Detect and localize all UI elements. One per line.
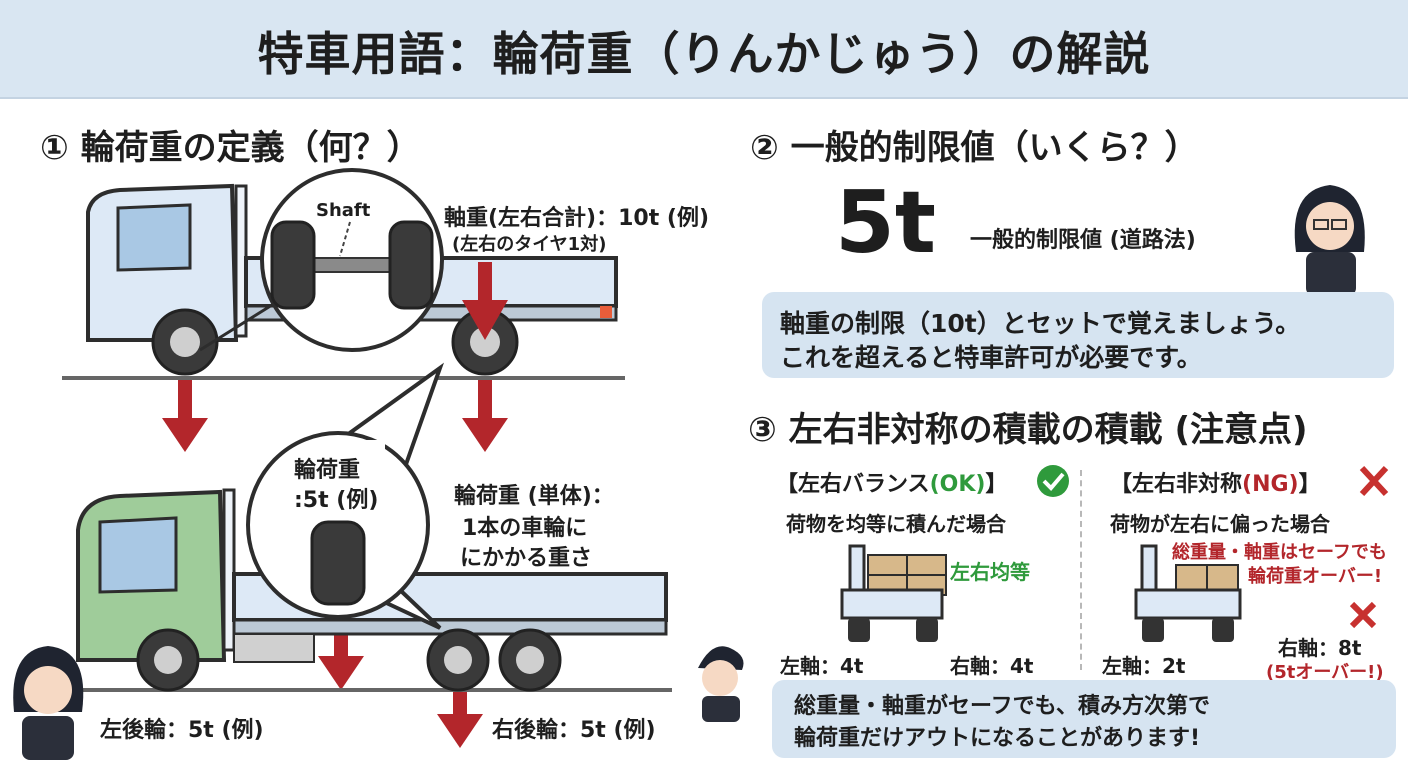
caution-box: 総重量・軸重がセーフでも、積み方次第で 輪荷重だけアウトになることがあります! [772,680,1396,758]
limit-label: 一般的制限値 (道路法) [970,228,1196,253]
ok-left-axle: 左軸：4t [780,654,864,678]
guide-avatar-bottom-left [13,646,84,760]
caution-line2: 輪荷重だけアウトになることがあります! [794,726,1201,751]
single-wheel-title: 輪荷重 (単体)： [454,484,614,509]
ng-warning-line2: 輪荷重オーバー! [1248,566,1383,587]
limit-note-line2: これを超えると特車許可が必要です。 [780,343,1202,372]
shaft-label: Shaft [316,200,371,221]
ok-title-prefix: 【左右バランス [776,472,930,497]
unbalanced-truck-rear [1134,544,1242,642]
ng-cross-icon [1359,465,1389,497]
axle-load-sublabel: (左右のタイヤ1対) [452,234,607,255]
single-wheel-desc2: にかかる重さ [460,546,593,571]
limit-note-box: 軸重の制限（10t）とセットで覚えましょう。 これを超えると特車許可が必要です。 [762,292,1394,378]
ok-balanced-badge: 左右均等 [950,560,1030,584]
guide-avatar-top-right [1294,185,1365,296]
ok-right-axle: 右軸：4t [950,654,1034,678]
axle-zoom-circle [199,168,444,352]
ng-panel-title: 【左右非対称(NG)】 [1110,466,1321,498]
ng-right-axle: 右軸：8t [1278,636,1362,660]
section2-heading: ② 一般的制限値（いくら？） [750,128,1199,168]
load-arrows [162,262,508,748]
section1-heading: ① 輪荷重の定義（何？） [40,128,421,168]
panel-divider [1080,470,1082,670]
single-wheel-desc1: 1本の車輪に [462,516,588,541]
over-cross-icon [1349,601,1377,629]
bubble-label: 輪荷重 [294,458,361,483]
ok-title-status: (OK) [929,472,986,497]
ok-title-suffix: 】 [985,472,1008,497]
ok-panel-title: 【左右バランス(OK)】 [776,466,1007,498]
right-rear-wheel-label: 右後輪：5t (例) [492,718,656,743]
ok-panel-subtitle: 荷物を均等に積んだ場合 [786,512,1006,536]
ng-title-prefix: 【左右非対称 [1110,472,1243,497]
wheel-load-bubble [246,362,445,630]
left-rear-wheel-label: 左後輪：5t (例) [100,718,264,743]
caution-line1: 総重量・軸重がセーフでも、積み方次第で [794,694,1211,719]
bubble-value: :5t (例) [294,488,379,513]
ng-title-status: (NG) [1242,472,1299,497]
ng-title-suffix: 】 [1298,472,1321,497]
ng-panel-subtitle: 荷物が左右に偏った場合 [1110,512,1330,536]
ng-warning-line1: 総重量・軸重はセーフでも [1172,542,1387,563]
balanced-truck-rear [840,544,947,642]
section3-heading: ③ 左右非対称の積載の積載 (注意点) [748,410,1308,450]
title-bar: 特車用語：輪荷重（りんかじゅう）の解説 [0,0,1408,99]
ng-left-axle: 左軸：2t [1102,654,1186,678]
ng-over-label: (5tオーバー!) [1266,662,1384,683]
ok-check-icon [1037,465,1069,497]
page-title: 特車用語：輪荷重（りんかじゅう）の解説 [257,27,1151,81]
guide-avatar-bottom-middle [698,646,744,722]
limit-note-line1: 軸重の制限（10t）とセットで覚えましょう。 [780,309,1301,338]
top-truck-illustration [62,183,625,380]
axle-load-label: 軸重(左右合計)：10t (例) [444,206,710,231]
limit-value: 5t [835,173,936,273]
